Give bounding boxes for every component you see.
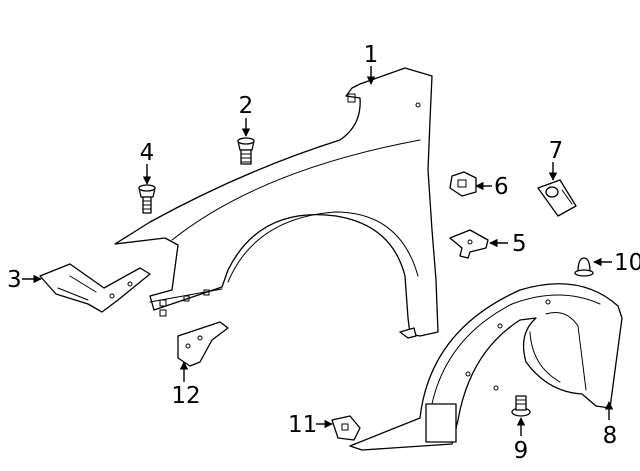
callout-11: 11: [288, 412, 317, 438]
callout-10: 10: [614, 250, 640, 276]
bracket-part-5: [449, 229, 489, 259]
clip-part-6: [449, 171, 477, 197]
bolt-part-4: [138, 184, 156, 214]
fender-liner-part-8: [349, 283, 623, 451]
leader-lines: [22, 66, 614, 436]
callout-8: 8: [603, 423, 618, 449]
callout-9: 9: [514, 438, 529, 464]
callout-12: 12: [171, 383, 200, 409]
callout-6: 6: [494, 174, 509, 200]
bolt-part-2: [237, 137, 255, 165]
callout-5: 5: [512, 231, 527, 257]
fender-part: [114, 67, 439, 339]
screw-part-9: [511, 395, 531, 417]
callout-4: 4: [140, 140, 155, 166]
callout-1: 1: [364, 42, 379, 68]
retainer-part-7: [537, 179, 577, 217]
push-clip-part-10: [574, 257, 594, 277]
bracket-part-12: [177, 321, 229, 367]
callout-2: 2: [239, 93, 254, 119]
clip-nut-part-11: [331, 415, 361, 441]
callout-3: 3: [7, 267, 22, 293]
callout-7: 7: [549, 138, 564, 164]
bracket-part-3: [39, 263, 151, 313]
